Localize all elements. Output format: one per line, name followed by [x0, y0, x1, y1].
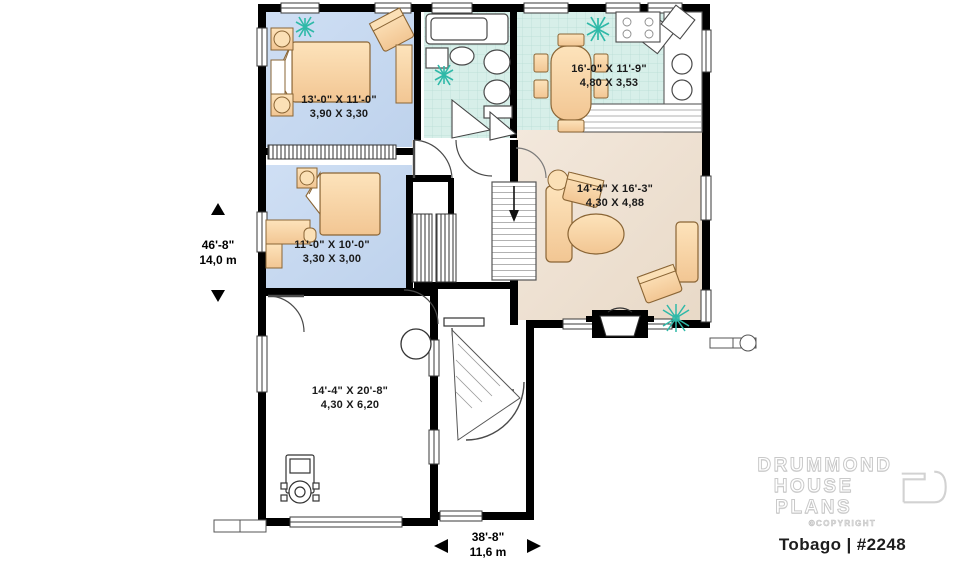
plant-icon [586, 16, 610, 42]
overall-depth-metric: 14,0 m [199, 253, 237, 267]
overall-width-dimension: 38'-8" 11,6 m [448, 530, 528, 560]
bathroom-fixtures [425, 13, 513, 119]
plant-icon [662, 304, 690, 332]
overall-depth-dimension: 46'-8" 14,0 m [178, 238, 258, 268]
master-bedroom-furniture [270, 7, 415, 117]
fireplace [586, 307, 654, 338]
foyer-stairs [451, 328, 521, 441]
branding-block: DRUMMOND HOUSE PLANS ©COPYRIGHT Tobago |… [735, 455, 950, 554]
stair-down-arrow [509, 210, 519, 222]
brand-line-1: DRUMMOND [757, 455, 893, 476]
dining-furniture [533, 16, 610, 133]
garage-equipment [280, 454, 320, 504]
living-room-furniture [545, 169, 699, 338]
dimension-arrows [211, 203, 541, 553]
plan-title: Tobago | #2248 [778, 535, 907, 554]
overall-width-metric: 11,6 m [469, 545, 507, 559]
entry-details [451, 98, 518, 141]
deck-railing [213, 334, 757, 533]
drummond-logo-icon [902, 470, 948, 504]
copyright-text: ©COPYRIGHT [808, 519, 877, 529]
overall-depth-imperial: 46'-8" [201, 238, 235, 252]
brand-line-2: HOUSE PLANS [773, 476, 854, 519]
closet-hanging-rods [267, 144, 457, 283]
staircase [491, 181, 537, 281]
bedroom-2-furniture [265, 167, 381, 269]
plant-icon [295, 16, 315, 38]
windows [256, 2, 712, 528]
plant-icon [434, 64, 454, 86]
overall-width-imperial: 38'-8" [471, 530, 505, 544]
